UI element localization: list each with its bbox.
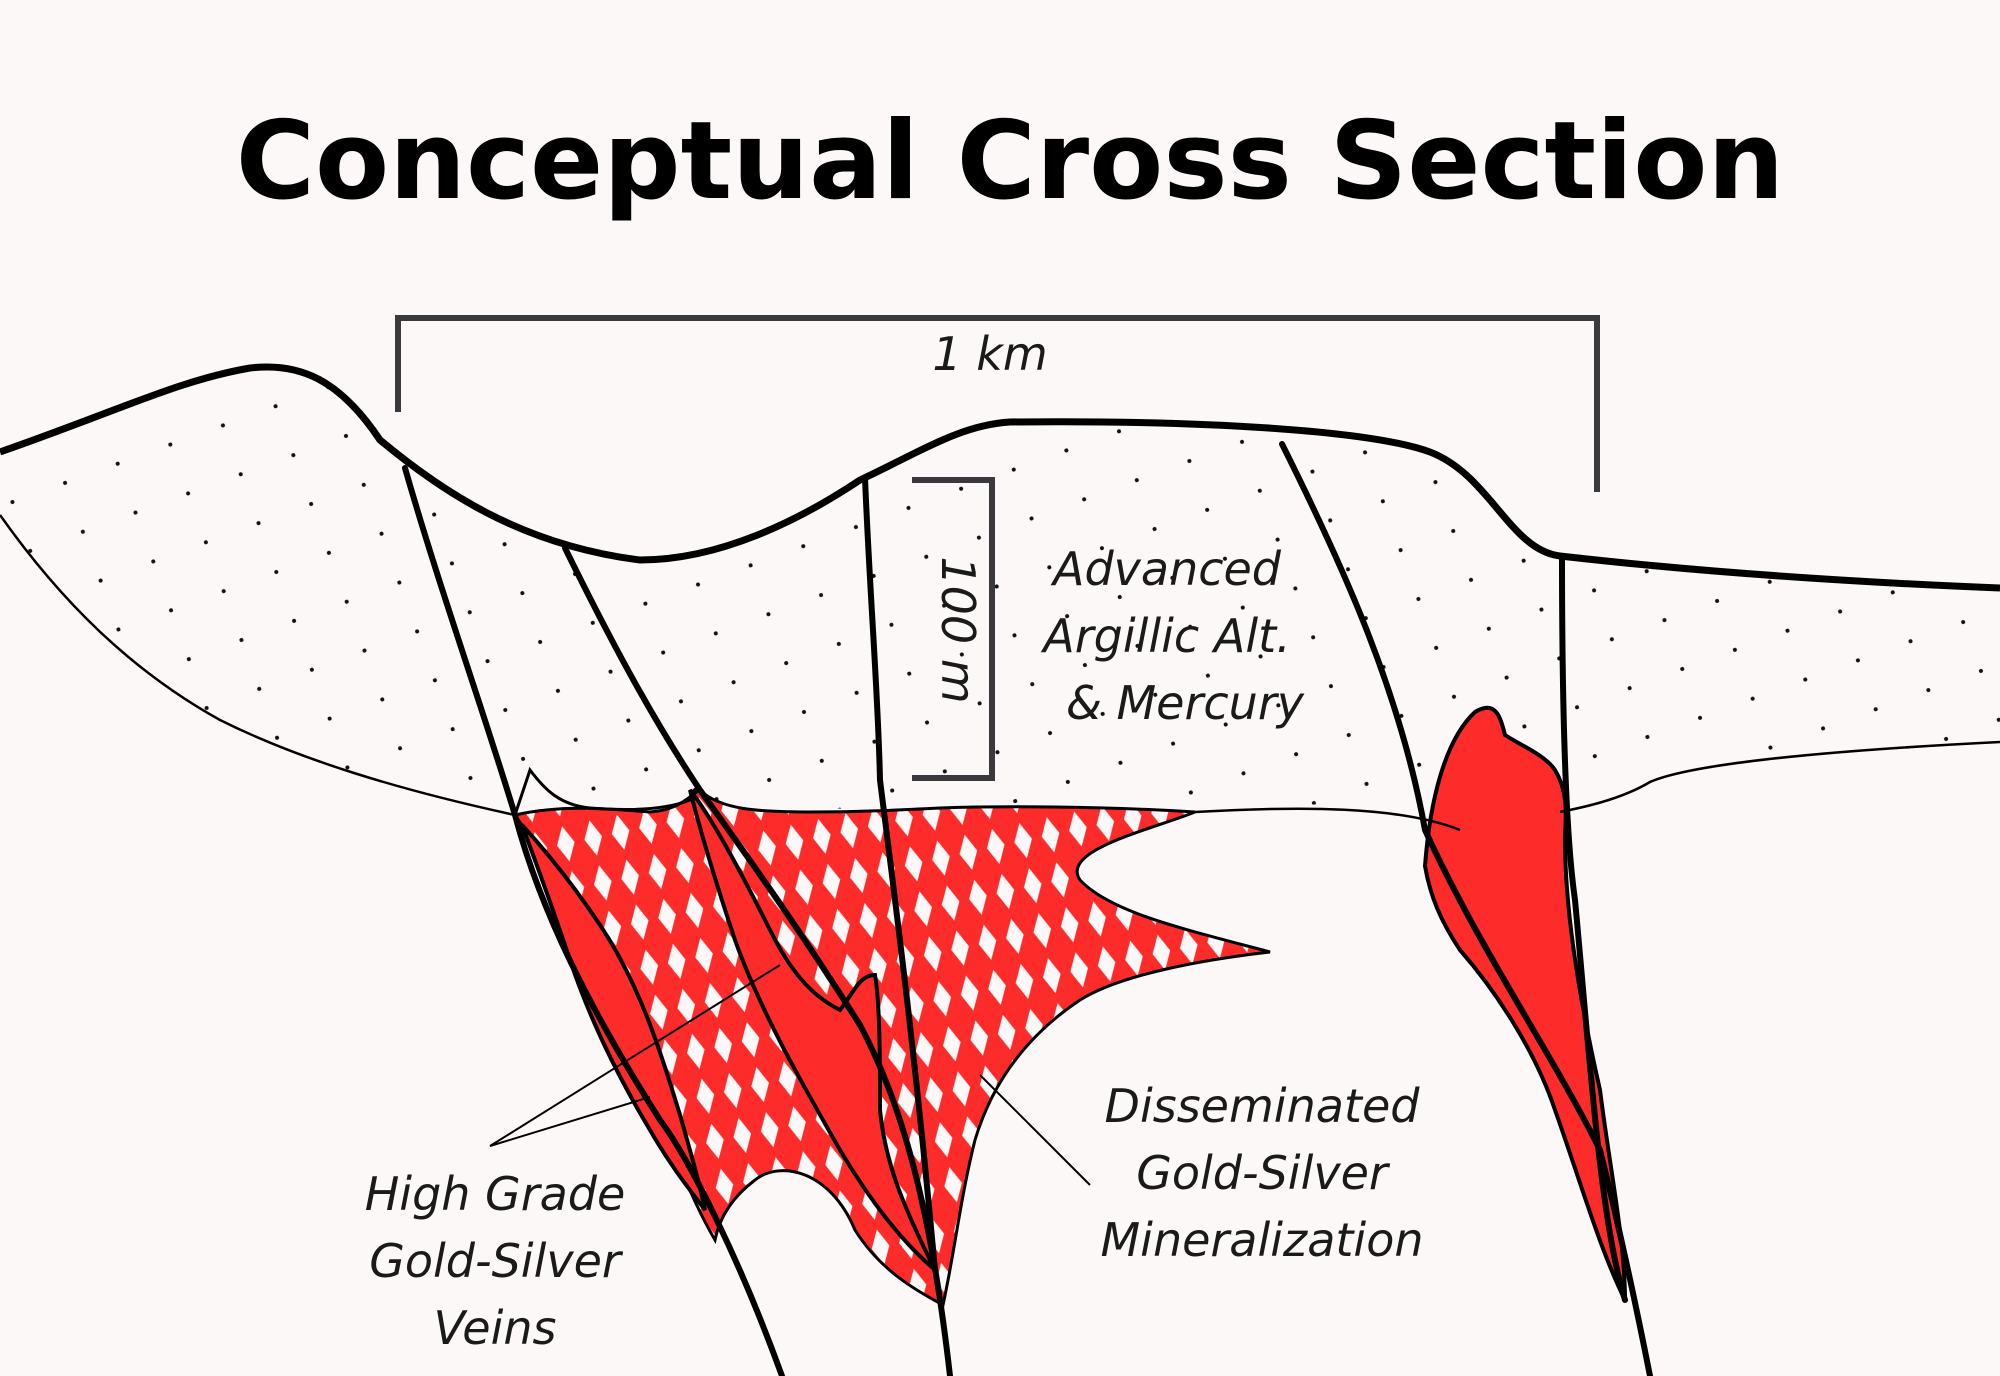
leader-lines (489, 964, 1091, 1186)
high-grade-vein-center (688, 788, 937, 1272)
dotted-alteration-zone (0, 366, 2000, 813)
page-title: Conceptual Cross Section (236, 99, 1785, 224)
svg-text:Disseminated: Disseminated (1105, 1079, 1421, 1133)
label-disseminated: Disseminated Gold-Silver Mineralization (1100, 1079, 1423, 1267)
svg-text:Argillic Alt.: Argillic Alt. (1040, 609, 1291, 663)
vertical-scale-label: 100 m (931, 556, 985, 703)
svg-text:& Mercury: & Mercury (1066, 676, 1305, 730)
horizontal-scale-bar (395, 315, 1600, 492)
faults (402, 441, 1653, 1376)
horizontal-scale-label: 1 km (932, 327, 1047, 381)
svg-text:Advanced: Advanced (1050, 542, 1282, 596)
svg-text:Gold-Silver: Gold-Silver (369, 1234, 624, 1288)
vertical-scale-bar (912, 477, 995, 781)
label-advanced-argillic: Advanced Argillic Alt. & Mercury (1040, 542, 1305, 730)
lower-contact-wave (513, 766, 702, 816)
svg-text:Veins: Veins (434, 1301, 557, 1355)
label-high-grade: High Grade Gold-Silver Veins (365, 1167, 626, 1355)
high-grade-vein-right (1422, 705, 1627, 1301)
svg-text:Gold-Silver: Gold-Silver (1136, 1146, 1391, 1200)
svg-text:High Grade: High Grade (365, 1167, 626, 1221)
svg-text:Mineralization: Mineralization (1100, 1213, 1423, 1267)
lower-contact-line (0, 514, 2000, 832)
